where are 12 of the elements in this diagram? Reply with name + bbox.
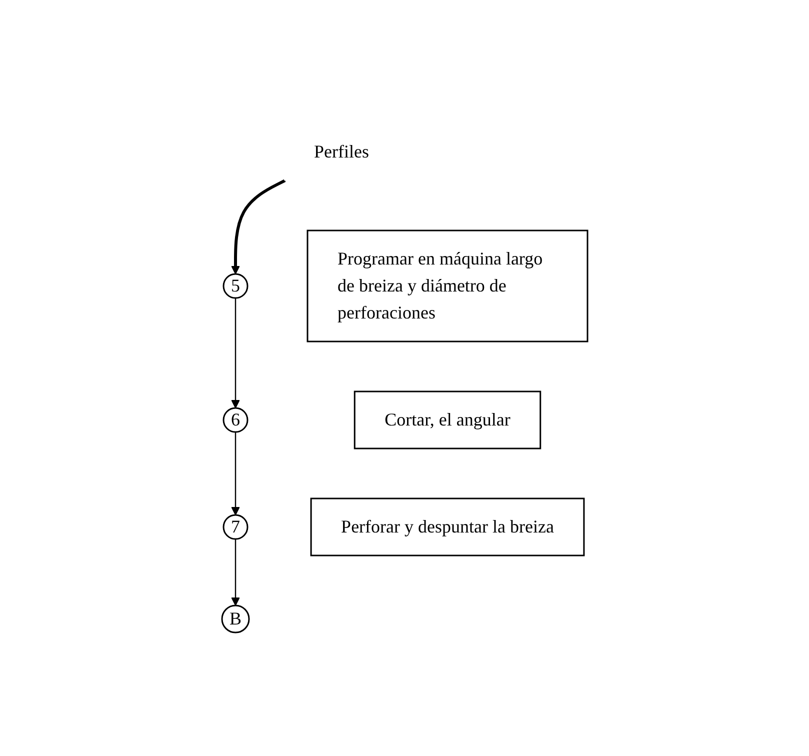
node-circle: 5: [222, 273, 248, 299]
arrow: [230, 432, 240, 516]
arrow: [230, 539, 240, 606]
node-box: Cortar, el angular: [354, 390, 541, 450]
arrow: [230, 298, 240, 408]
node-box: Programar en máquina largo de breiza y diámetro de perforaciones: [306, 230, 588, 342]
node-circle: B: [221, 604, 250, 634]
node-text: Perfiles: [314, 141, 369, 162]
node-box: Perforar y despuntar la breiza: [310, 498, 584, 556]
node-circle: 6: [222, 407, 248, 433]
node-circle: 7: [222, 514, 248, 540]
arrow: [230, 179, 286, 274]
